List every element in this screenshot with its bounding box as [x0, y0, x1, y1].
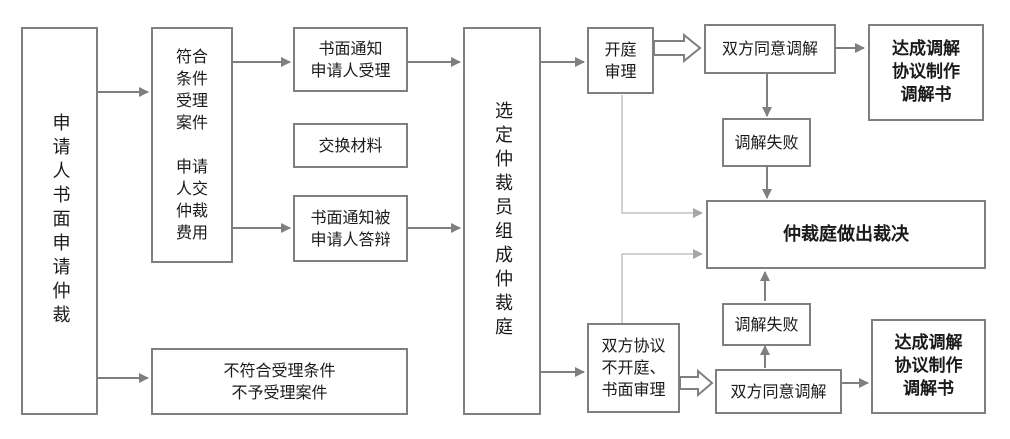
mediation-fail-bottom-label: 调解失败	[734, 314, 799, 334]
select-arbitrator-label: 选定仲裁员组成仲裁庭	[492, 101, 513, 341]
agreement-top-box: 达成调解 协议制作 调解书	[868, 24, 984, 121]
hearing-box: 开庭 审理	[587, 27, 654, 94]
agree-mediation-bottom-box: 双方同意调解	[715, 369, 842, 414]
hearing-label: 开庭 审理	[604, 39, 637, 81]
mediation-fail-bottom-box: 调解失败	[722, 303, 811, 346]
line-no-hearing-to-award	[621, 249, 703, 323]
mediation-fail-top-label: 调解失败	[734, 132, 799, 152]
notify-applicant-box: 书面通知 申请人受理	[293, 27, 408, 92]
agreement-top-label: 达成调解 协议制作 调解书	[892, 39, 960, 105]
exchange-materials-label: 交换材料	[318, 135, 383, 155]
mediation-fail-top-box: 调解失败	[722, 118, 811, 167]
rejected-box: 不符合受理条件 不予受理案件	[151, 348, 408, 415]
notify-applicant-label: 书面通知 申请人受理	[310, 38, 391, 80]
eligible-label: 符合 条件 受理 案件 申请 人交 仲裁 费用	[175, 47, 208, 242]
agreement-bottom-box: 达成调解 协议制作 调解书	[871, 319, 986, 414]
notify-respondent-box: 书面通知被 申请人答辩	[293, 195, 408, 262]
agree-mediation-bottom-label: 双方同意调解	[730, 381, 827, 401]
exchange-materials-box: 交换材料	[293, 123, 408, 168]
eligible-box: 符合 条件 受理 案件 申请 人交 仲裁 费用	[151, 27, 233, 263]
select-arbitrator-box: 选定仲裁员组成仲裁庭	[463, 27, 541, 415]
notify-respondent-label: 书面通知被 申请人答辩	[310, 207, 391, 249]
no-hearing-box: 双方协议 不开庭、 书面审理	[587, 323, 680, 413]
agree-mediation-top-box: 双方同意调解	[704, 24, 836, 74]
no-hearing-label: 双方协议 不开庭、 书面审理	[601, 336, 666, 399]
agreement-bottom-label: 达成调解 协议制作 调解书	[894, 333, 963, 399]
applicant-label: 申请人书面申请仲裁	[49, 113, 71, 329]
block-arrow-hearing-to-agree	[653, 32, 702, 64]
award-label: 仲裁庭做出裁决	[783, 223, 909, 245]
rejected-label: 不符合受理条件 不予受理案件	[223, 360, 336, 402]
award-box: 仲裁庭做出裁决	[706, 200, 986, 269]
line-hearing-to-award	[621, 95, 703, 218]
block-arrow-no-hearing-to-agree	[679, 368, 714, 398]
applicant-box: 申请人书面申请仲裁	[21, 27, 98, 415]
agree-mediation-top-label: 双方同意调解	[721, 39, 818, 58]
